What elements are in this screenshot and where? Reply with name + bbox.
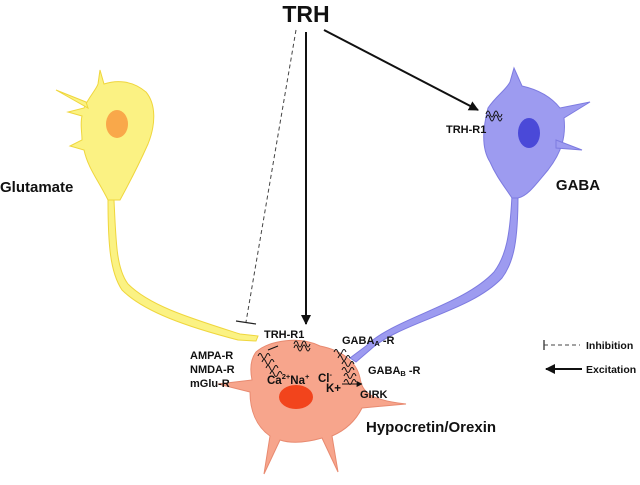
gabab-subscript: B (400, 369, 406, 378)
gabaa-prefix: GABA (342, 335, 374, 347)
glutamate-axon (107, 199, 259, 342)
gabab-receptor-label: GABAB -R (368, 365, 421, 378)
ca-na-ion-label: Ca2+Na+ (267, 372, 310, 387)
gaba-neuron (349, 66, 591, 363)
gabab-suffix: -R (406, 365, 421, 377)
ca-ion: Ca (267, 375, 282, 387)
glutamate-nucleus (106, 110, 128, 138)
gaba-nucleus (518, 118, 540, 148)
hypocretin-label: Hypocretin/Orexin (366, 419, 496, 436)
cl-ion: Cl (318, 373, 330, 385)
gabaa-suffix: -R (380, 335, 395, 347)
gaba-dendrite (555, 139, 583, 151)
cl-ion-label: Cl- (318, 370, 333, 385)
na-ion: Na (290, 375, 305, 387)
gabaa-receptor-icon (333, 349, 355, 367)
gaba-axon (349, 194, 519, 363)
hypocretin-trh-r1-receptor-icon (293, 340, 311, 352)
trh-title: TRH (282, 1, 329, 27)
ampa-r-label: AMPA-R (190, 350, 233, 362)
hypocretin-neuron (217, 339, 407, 475)
glutamate-label: Glutamate (0, 179, 73, 196)
k-ion-label: K+ (326, 383, 341, 395)
trh-inhibition-line (245, 29, 297, 323)
glutamate-neuron (55, 69, 259, 342)
gabab-receptor-icon (341, 367, 357, 379)
hypocretin-trh-r1-label: TRH-R1 (264, 329, 304, 341)
gabaa-subscript: A (374, 339, 380, 348)
hypocretin-nucleus (279, 385, 313, 409)
ca-charge: 2+ (282, 372, 291, 381)
girk-channel-icon (342, 379, 363, 387)
trh-inhibition-bar (235, 320, 257, 325)
gaba-label: GABA (556, 177, 600, 194)
trh-to-gaba-arrow (323, 29, 479, 111)
gabab-prefix: GABA (368, 365, 400, 377)
nmda-r-label: NMDA-R (190, 364, 235, 376)
legend: Inhibition Excitation (543, 340, 636, 376)
na-charge: + (305, 372, 310, 381)
glutamate-receptors-icon (257, 345, 283, 377)
girk-label: GIRK (360, 389, 388, 401)
hypocretin-soma (217, 339, 407, 475)
gaba-trh-r1-receptor-icon (485, 110, 503, 122)
mglu-r-label: mGlu-R (190, 378, 230, 390)
gabaa-receptor-label: GABAA -R (342, 335, 395, 348)
legend-excitation-label: Excitation (586, 364, 636, 376)
cl-charge: - (330, 370, 333, 379)
gaba-trh-r1-label: TRH-R1 (446, 124, 486, 136)
legend-inhibition-label: Inhibition (586, 340, 633, 352)
glutamate-dendrite (55, 89, 89, 110)
